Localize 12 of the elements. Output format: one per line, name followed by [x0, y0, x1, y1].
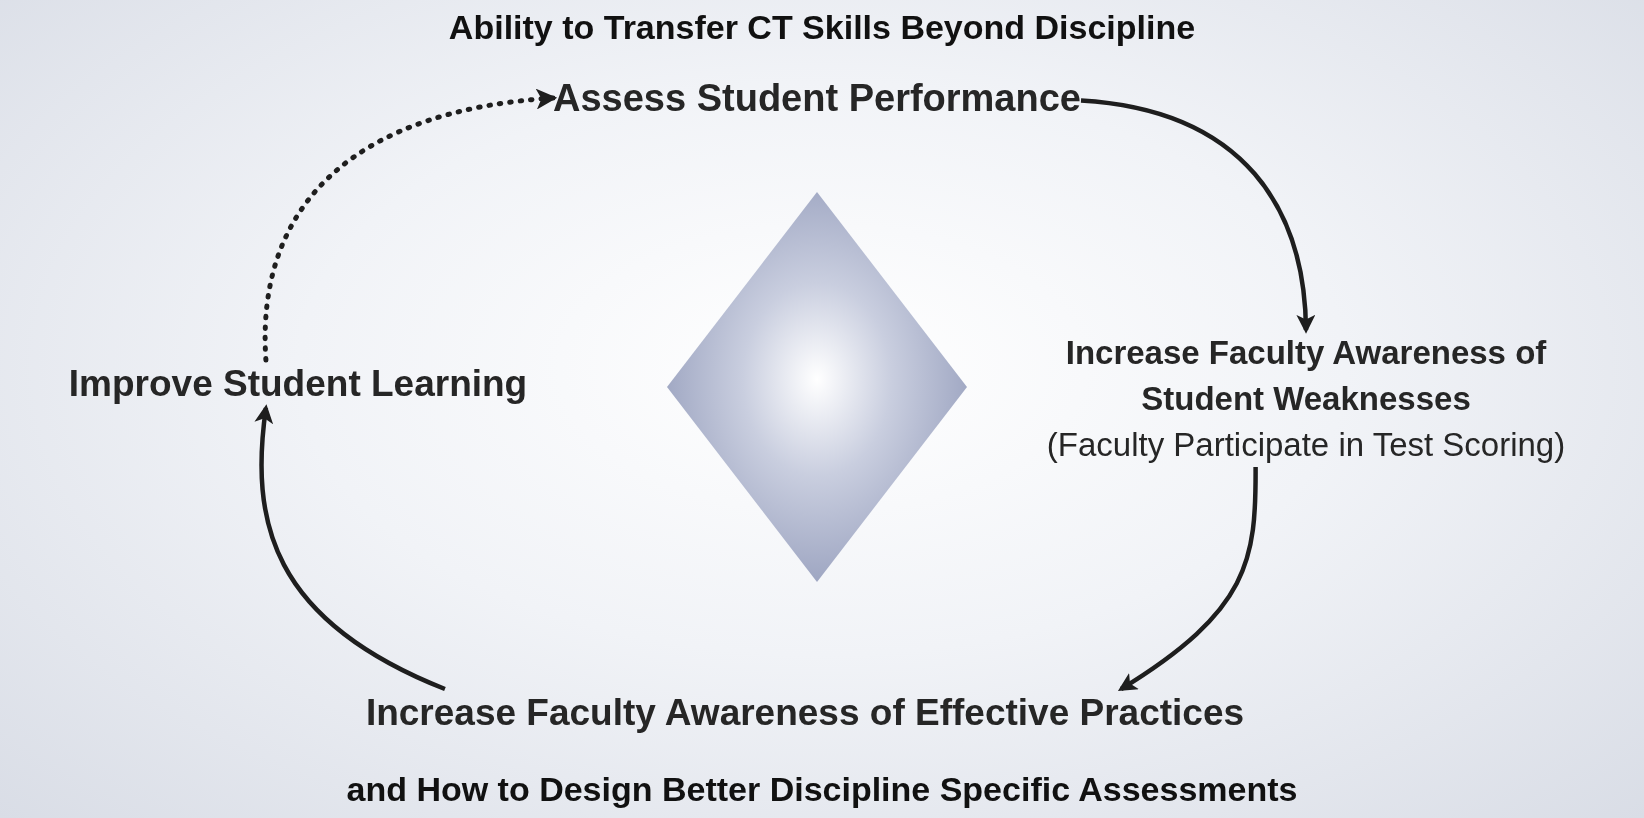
arrow: [1080, 98, 1315, 334]
node-note: (Faculty Participate in Test Scoring): [1045, 425, 1567, 465]
node-label: Improve Student Learning: [68, 362, 528, 406]
node-label: Assess Student Performance: [553, 76, 1081, 121]
diamond-shape: [667, 192, 967, 582]
diagram-title: Ability to Transfer CT Skills Beyond Discipline: [447, 8, 1197, 47]
arrow: [1117, 467, 1258, 692]
bottom-note: and How to Design Better Discipline Specific Assessments: [345, 770, 1299, 809]
node-label: Increase Faculty Awareness of Effective Practices: [365, 691, 1245, 735]
arrow: [254, 404, 446, 692]
dotted-arrow: [263, 89, 558, 363]
node-label: Increase Faculty Awareness of Student Weaknesses: [1064, 333, 1548, 419]
